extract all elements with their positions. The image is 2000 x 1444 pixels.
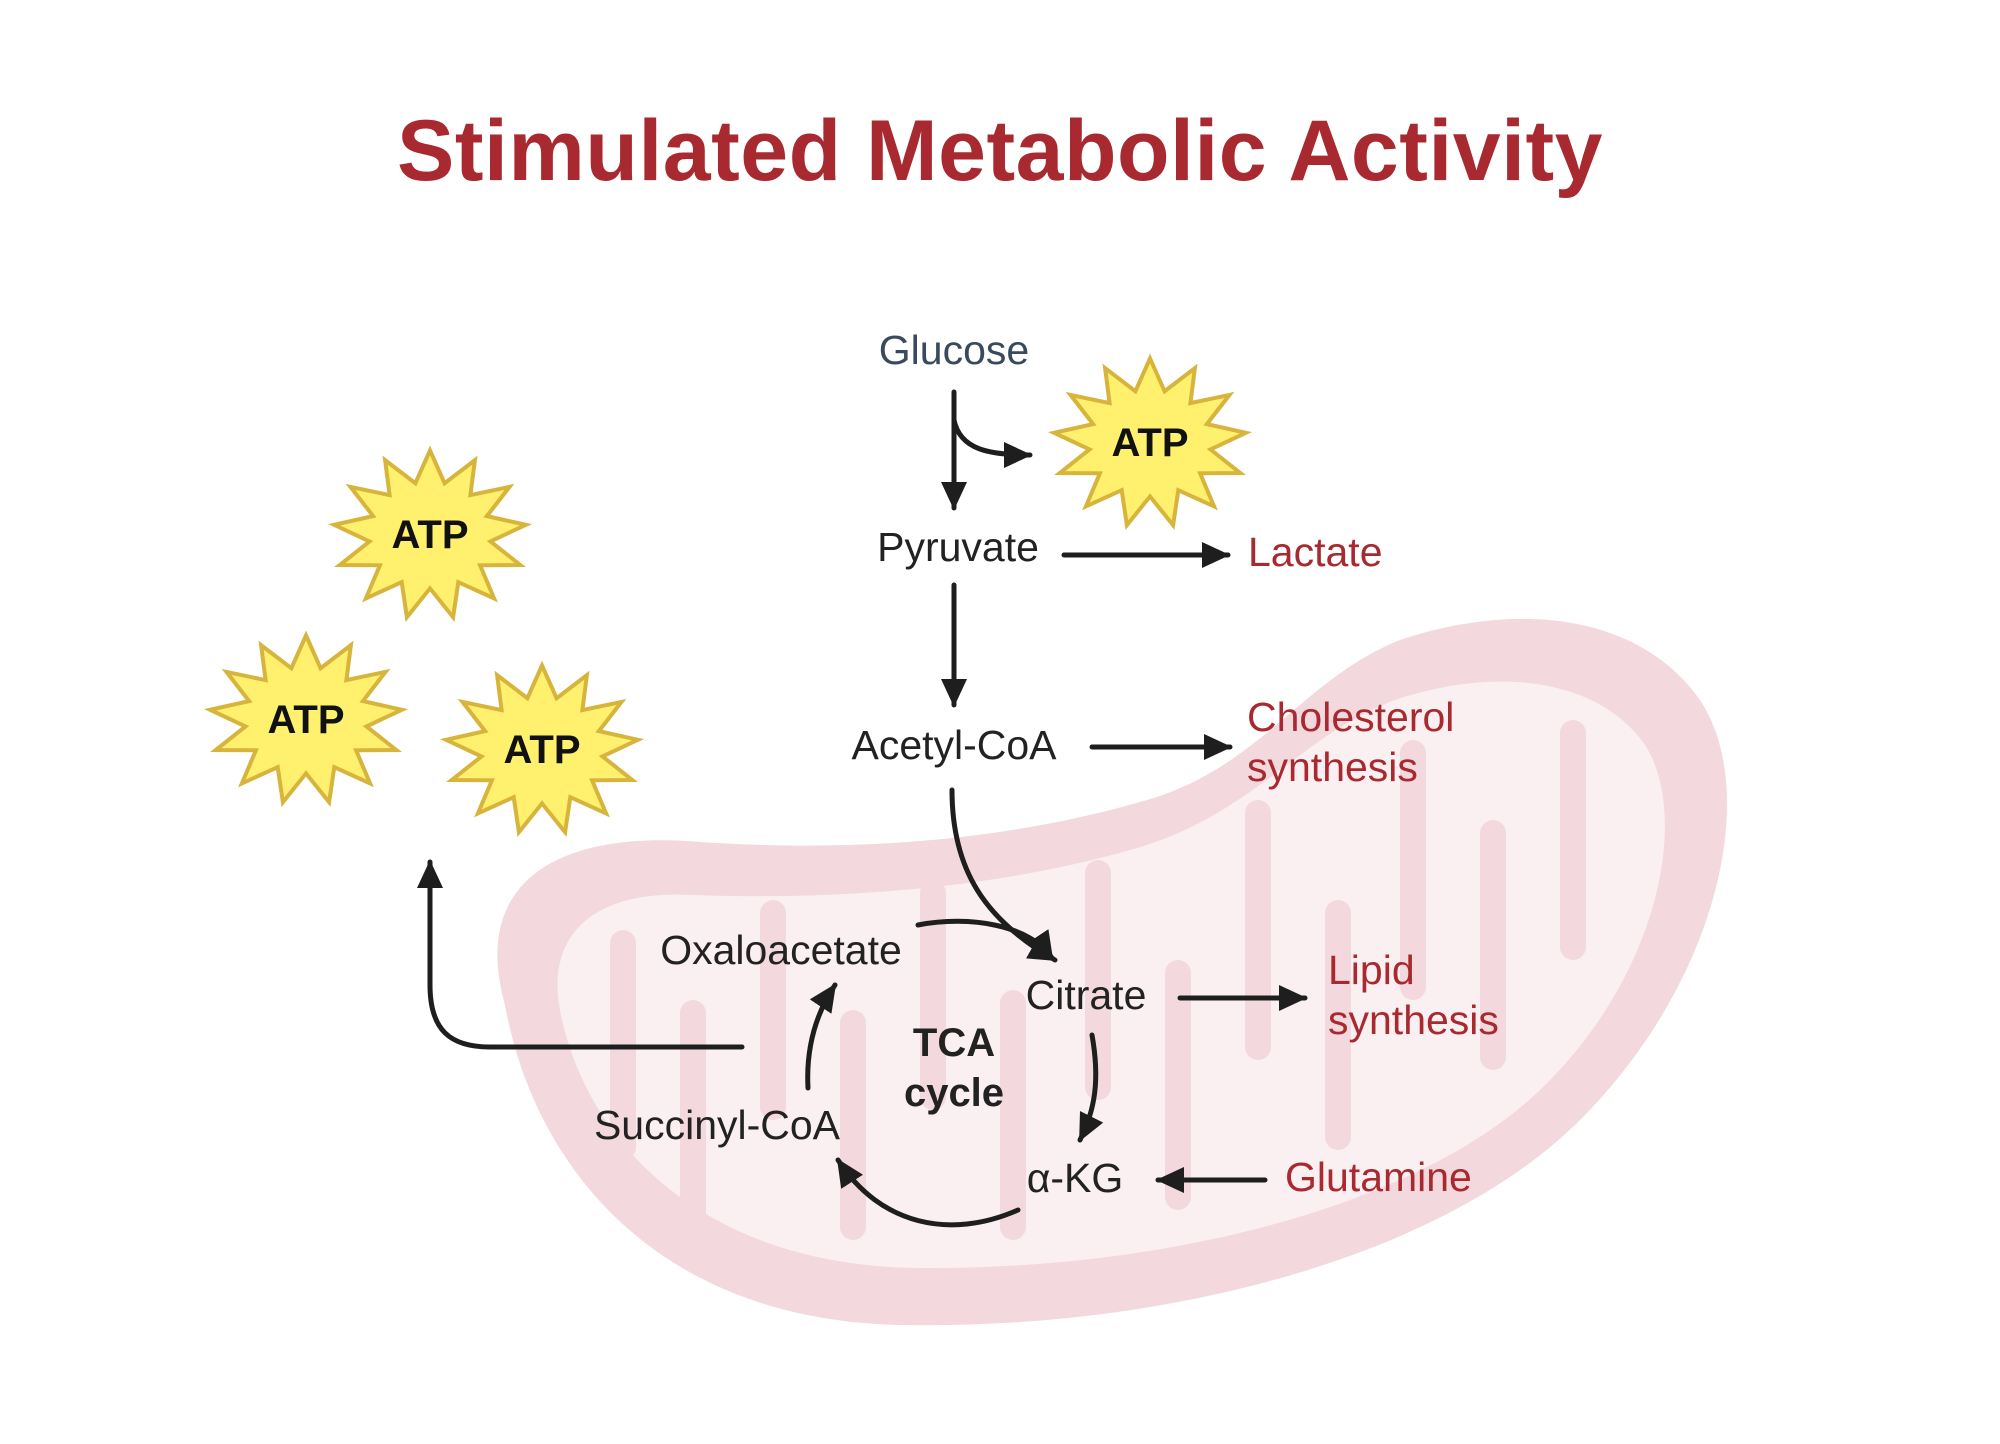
arrow-akg-succinylcoa bbox=[835, 1157, 1021, 1228]
label-lactate: Lactate bbox=[1248, 529, 1383, 575]
starburst-shape bbox=[203, 630, 409, 808]
arrow-tca-atp bbox=[417, 859, 745, 1050]
label-pyruvate: Pyruvate bbox=[877, 524, 1039, 570]
label-citrate: Citrate bbox=[1025, 972, 1147, 1018]
cholesterol-line-2: synthesis bbox=[1247, 744, 1418, 790]
arrow-succinylcoa-oxaloacetate bbox=[805, 982, 838, 1091]
pathway-arrows bbox=[417, 389, 1308, 1228]
arrow-glucose-atp bbox=[951, 417, 1033, 468]
atp-burst-top: ATP bbox=[320, 440, 540, 630]
atp-burst-right: ATP bbox=[432, 655, 652, 845]
label-oxaloacetate: Oxaloacetate bbox=[660, 927, 902, 973]
starburst-shape bbox=[327, 445, 533, 623]
label-glutamine: Glutamine bbox=[1285, 1154, 1472, 1200]
atp-label: ATP bbox=[267, 697, 345, 742]
cholesterol-line-1: Cholesterol bbox=[1247, 694, 1455, 740]
atp-label: ATP bbox=[503, 727, 581, 772]
atp-label: ATP bbox=[1111, 420, 1189, 465]
starburst-shape bbox=[439, 660, 645, 838]
arrow-citrate-akg bbox=[1077, 1032, 1104, 1143]
atp-label: ATP bbox=[391, 512, 469, 557]
label-alpha-kg: α-KG bbox=[1026, 1155, 1124, 1201]
starburst-icon bbox=[1047, 353, 1253, 531]
page-title: Stimulated Metabolic Activity bbox=[397, 103, 1603, 199]
label-tca-cycle: TCA cycle bbox=[904, 1018, 1004, 1118]
lipid-line-1: Lipid bbox=[1328, 947, 1415, 993]
label-lipid-synthesis: Lipid synthesis bbox=[1328, 945, 1499, 1045]
atp-burst-left: ATP bbox=[196, 625, 416, 815]
atp-burst-glycolysis: ATP bbox=[1040, 348, 1260, 538]
mitochondrion bbox=[497, 618, 1727, 1326]
label-acetyl-coa: Acetyl-CoA bbox=[851, 722, 1057, 768]
lipid-line-2: synthesis bbox=[1328, 997, 1499, 1043]
mitochondrion-inner-membrane bbox=[557, 681, 1665, 1269]
starburst-shape bbox=[1047, 353, 1253, 531]
arrow-oxaloacetate-citrate bbox=[915, 918, 1055, 961]
tca-line-1: TCA bbox=[912, 1021, 996, 1065]
tca-line-2: cycle bbox=[903, 1071, 1005, 1115]
label-succinyl-coa: Succinyl-CoA bbox=[593, 1102, 841, 1148]
label-cholesterol-synthesis: Cholesterol synthesis bbox=[1247, 692, 1454, 792]
starburst-icon bbox=[439, 660, 645, 838]
starburst-icon bbox=[203, 630, 409, 808]
label-glucose: Glucose bbox=[878, 327, 1030, 373]
starburst-icon bbox=[327, 445, 533, 623]
